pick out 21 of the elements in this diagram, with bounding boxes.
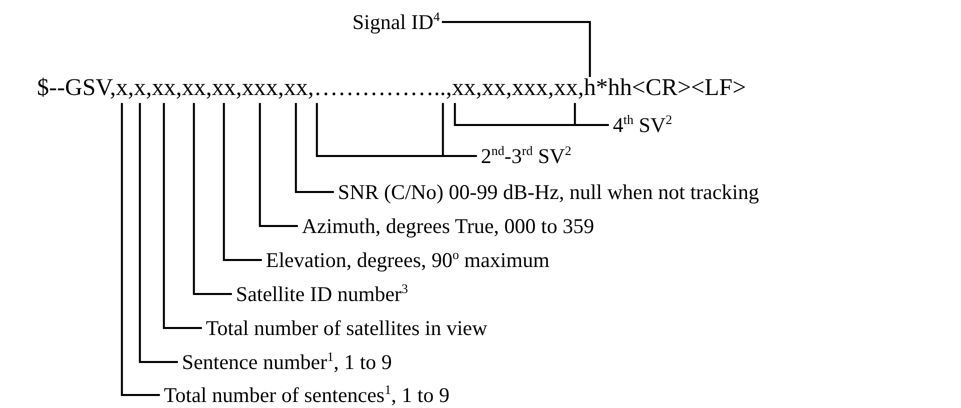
callout-label: Total number of satellites in view bbox=[206, 317, 488, 339]
leader-line bbox=[442, 21, 591, 77]
leader-line bbox=[222, 103, 262, 261]
leader-line bbox=[294, 103, 334, 193]
leader-line bbox=[454, 102, 610, 126]
callout-label: 4$^{th}$ SV$^{2}$ bbox=[612, 114, 672, 136]
leader-line bbox=[120, 103, 160, 396]
callout-label: Sentence number$^{1}$, 1 to 9 bbox=[182, 351, 392, 373]
leader-line bbox=[258, 103, 298, 227]
leader-line bbox=[316, 102, 478, 157]
sentence-format-text: $--GSV,x,x,xx,xx,xx,xxx,xx,……………..,xx,xx,xxx,xx,h*hh<CR><LF> bbox=[37, 76, 746, 100]
callout-label: SNR (C/No) 00-99 dB-Hz, null when not tracking bbox=[338, 181, 760, 203]
leader-line bbox=[138, 103, 178, 363]
callout-label: Elevation, degrees, 90$^{o}$ maximum bbox=[266, 249, 550, 271]
callout-label: Total number of sentences$^{1}$, 1 to 9 bbox=[164, 384, 450, 406]
callout-label: 2$^{nd}$-3$^{rd}$ SV$^{2}$ bbox=[480, 145, 572, 167]
callout-label: Signal ID$^{4}$ bbox=[352, 11, 440, 33]
leader-line bbox=[162, 103, 202, 329]
leader-line bbox=[192, 103, 232, 295]
callout-label: Satellite ID number$^{3}$ bbox=[236, 283, 408, 305]
callout-label: Azimuth, degrees True, 000 to 359 bbox=[302, 215, 594, 237]
